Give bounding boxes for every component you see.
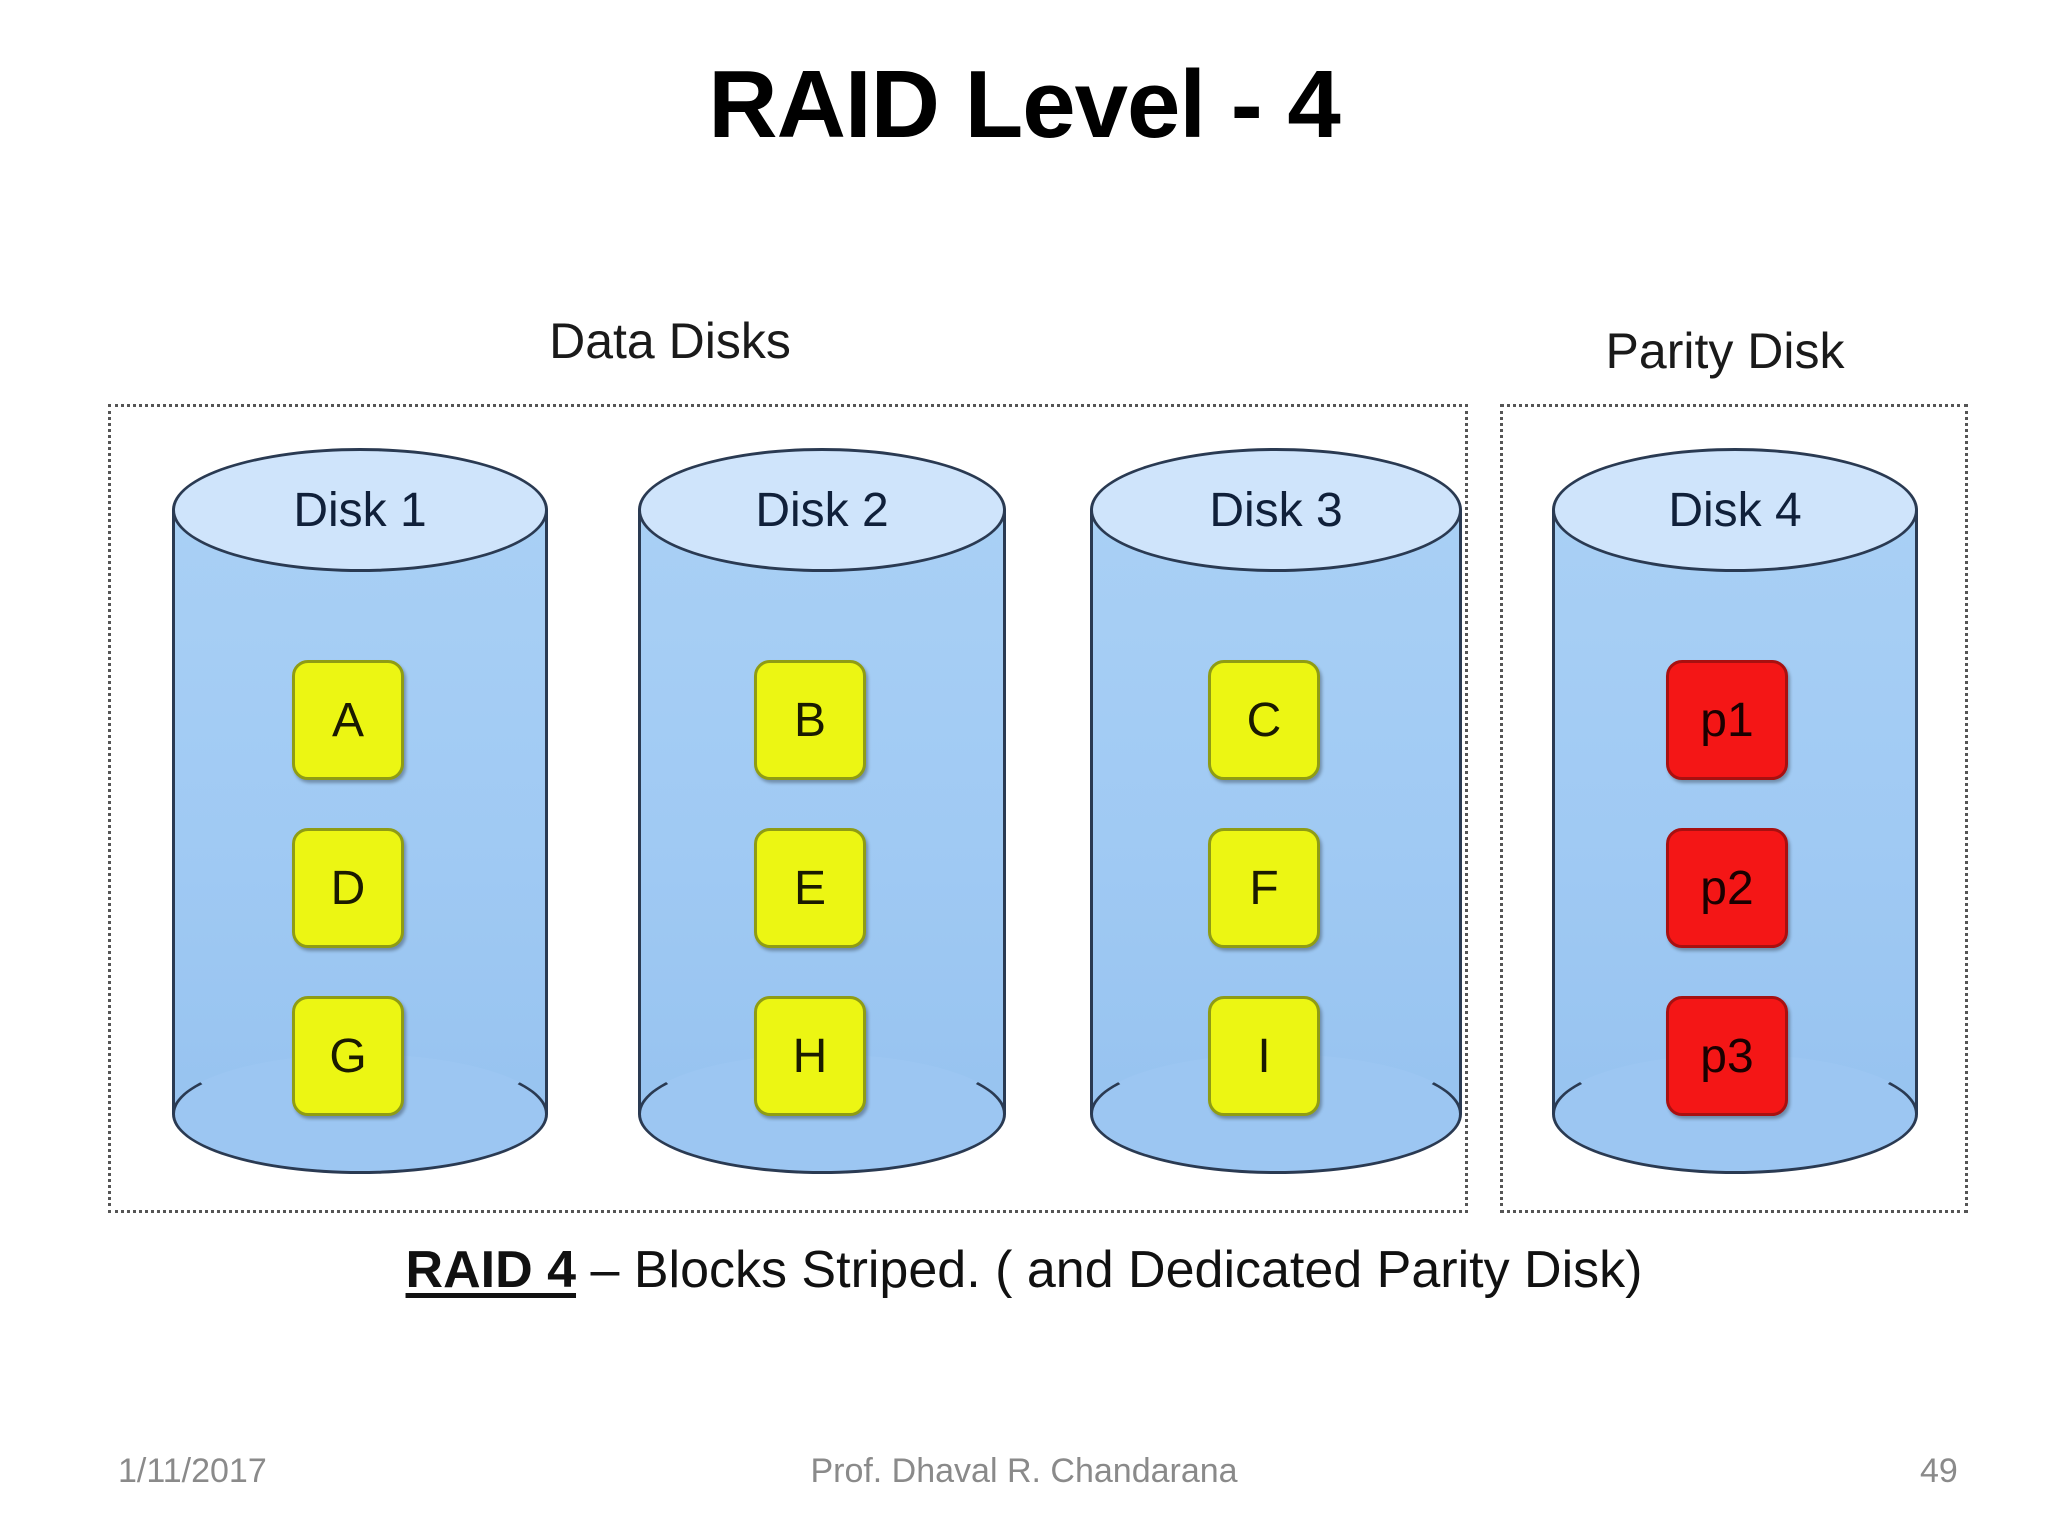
disk-cylinder-2: Disk 2 [638,448,1006,1174]
disk-4-label: Disk 4 [1668,483,1802,537]
disk-3-block-2: I [1208,996,1320,1116]
disk-2-block-0: B [754,660,866,780]
disk-4-block-0: p1 [1666,660,1788,780]
disk-1-label: Disk 1 [293,483,427,537]
parity-disk-group-box [1500,404,1968,1213]
disk-4-block-1: p2 [1666,828,1788,948]
disk-1-block-2: G [292,996,404,1116]
disk-1-block-1: D [292,828,404,948]
disk-2-top: Disk 2 [638,448,1006,572]
caption-emphasis: RAID 4 [405,1241,577,1299]
disk-3-top: Disk 3 [1090,448,1462,572]
group-label-parity-disk: Parity Disk [1605,323,1845,379]
disk-4-block-2: p3 [1666,996,1788,1116]
data-disks-group-box [108,404,1468,1213]
diagram-caption: RAID 4 – Blocks Striped. ( and Dedicated… [0,1240,2048,1300]
disk-cylinder-1: Disk 1 [172,448,548,1174]
footer-page-number: 49 [1920,1452,1958,1490]
disk-2-block-2: H [754,996,866,1116]
disk-4-top: Disk 4 [1552,448,1918,572]
footer-author: Prof. Dhaval R. Chandarana [810,1452,1238,1490]
disk-3-label: Disk 3 [1209,483,1343,537]
group-label-data-disks: Data Disks [549,313,791,369]
disk-2-label: Disk 2 [755,483,889,537]
disk-3-block-1: F [1208,828,1320,948]
caption-rest: – Blocks Striped. ( and Dedicated Parity… [576,1241,1643,1299]
disk-1-top: Disk 1 [172,448,548,572]
disk-1-block-0: A [292,660,404,780]
disk-2-block-1: E [754,828,866,948]
disk-3-block-0: C [1208,660,1320,780]
page-title: RAID Level - 4 [708,51,1341,158]
footer-date: 1/11/2017 [118,1452,267,1490]
